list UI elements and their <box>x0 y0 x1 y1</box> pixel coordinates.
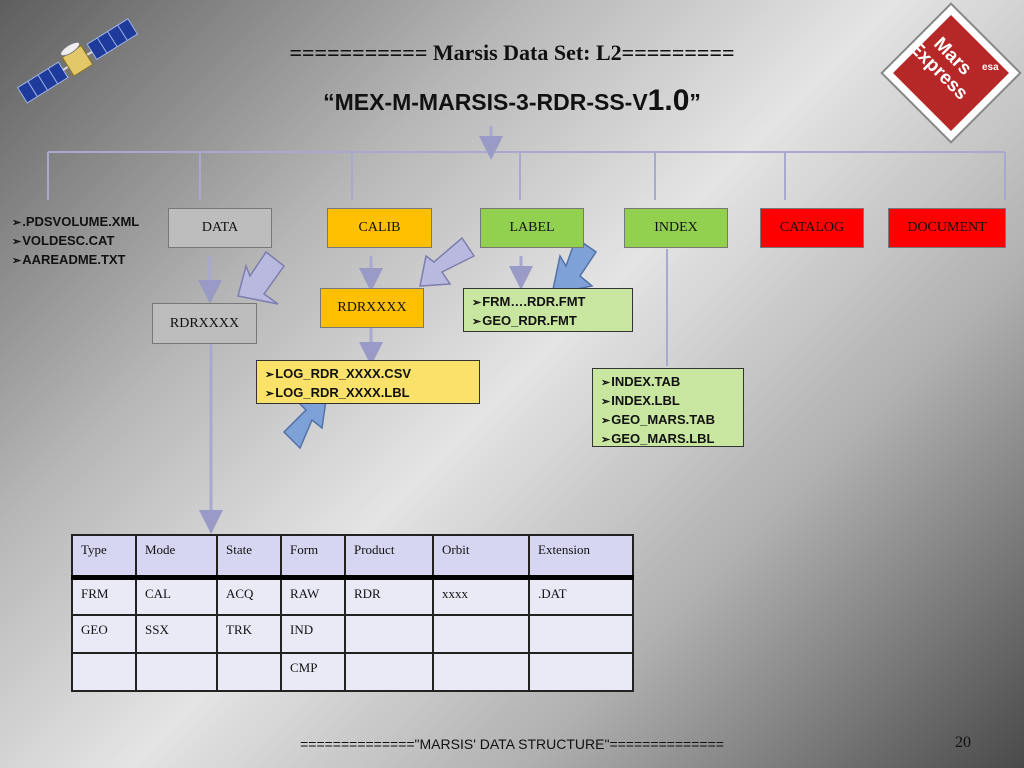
index-file-item: GEO_MARS.TAB <box>601 411 735 430</box>
table-cell: TRK <box>216 614 282 654</box>
calib-file-item: LOG_RDR_XXXX.LBL <box>265 384 471 403</box>
root-file-list: .PDSVOLUME.XML VOLDESC.CAT AAREADME.TXT <box>12 213 139 270</box>
table-cell: CAL <box>135 576 218 616</box>
title-line2: “MEX-M-MARSIS-3-RDR-SS-V1.0” <box>323 84 701 117</box>
table-header-cell: Extension <box>528 534 634 580</box>
table-header-cell: Form <box>280 534 346 580</box>
table-header-cell: Mode <box>135 534 218 580</box>
mars-express-logo: Mars Express esa <box>883 5 1019 141</box>
table-cell: GEO <box>71 614 137 654</box>
folder-document: DOCUMENT <box>888 208 1006 248</box>
logo-text-esa: esa <box>982 62 999 73</box>
naming-convention-table: Type Mode State Form Product Orbit Exten… <box>71 534 634 692</box>
label-file-item: FRM….RDR.FMT <box>472 293 624 312</box>
table-header-cell: Type <box>71 534 137 580</box>
table-cell: xxxx <box>432 576 530 616</box>
subfolder-data-rdr: RDRXXXX <box>152 303 257 344</box>
folder-catalog: CATALOG <box>760 208 864 248</box>
folder-calib: CALIB <box>327 208 432 248</box>
table-row: FRM CAL ACQ RAW RDR xxxx .DAT <box>71 576 634 616</box>
table-header-cell: Orbit <box>432 534 530 580</box>
footer-caption: =============="MARSIS' DATA STRUCTURE"==… <box>300 736 724 752</box>
page-number: 20 <box>955 734 971 751</box>
table-cell: RAW <box>280 576 346 616</box>
calib-file-list: LOG_RDR_XXXX.CSV LOG_RDR_XXXX.LBL <box>256 360 480 404</box>
table-cell: .DAT <box>528 576 634 616</box>
index-file-item: INDEX.LBL <box>601 392 735 411</box>
table-header-cell: State <box>216 534 282 580</box>
table-cell <box>344 652 434 692</box>
table-cell <box>135 652 218 692</box>
table-cell: ACQ <box>216 576 282 616</box>
index-file-item: GEO_MARS.LBL <box>601 430 735 449</box>
table-row: CMP <box>71 652 634 692</box>
root-file-item: .PDSVOLUME.XML <box>12 213 139 232</box>
calib-file-item: LOG_RDR_XXXX.CSV <box>265 365 471 384</box>
table-cell: RDR <box>344 576 434 616</box>
table-cell: SSX <box>135 614 218 654</box>
root-file-item: VOLDESC.CAT <box>12 232 139 251</box>
subfolder-calib-rdr: RDRXXXX <box>320 288 424 328</box>
folder-label: LABEL <box>480 208 584 248</box>
table-cell <box>344 614 434 654</box>
satellite-icon <box>16 18 139 104</box>
folder-index: INDEX <box>624 208 728 248</box>
folder-data: DATA <box>168 208 272 248</box>
root-file-item: AAREADME.TXT <box>12 251 139 270</box>
label-file-item: GEO_RDR.FMT <box>472 312 624 331</box>
table-cell: FRM <box>71 576 137 616</box>
table-cell <box>432 652 530 692</box>
table-cell <box>432 614 530 654</box>
index-file-list: INDEX.TAB INDEX.LBL GEO_MARS.TAB GEO_MAR… <box>592 368 744 447</box>
label-file-list: FRM….RDR.FMT GEO_RDR.FMT <box>463 288 633 332</box>
table-header-row: Type Mode State Form Product Orbit Exten… <box>71 534 634 580</box>
table-row: GEO SSX TRK IND <box>71 614 634 654</box>
table-header-cell: Product <box>344 534 434 580</box>
title-line1: =========== Marsis Data Set: L2========= <box>289 40 735 65</box>
table-cell <box>71 652 137 692</box>
index-file-item: INDEX.TAB <box>601 373 735 392</box>
table-cell <box>528 614 634 654</box>
table-cell <box>528 652 634 692</box>
table-cell: CMP <box>280 652 346 692</box>
table-cell <box>216 652 282 692</box>
table-cell: IND <box>280 614 346 654</box>
